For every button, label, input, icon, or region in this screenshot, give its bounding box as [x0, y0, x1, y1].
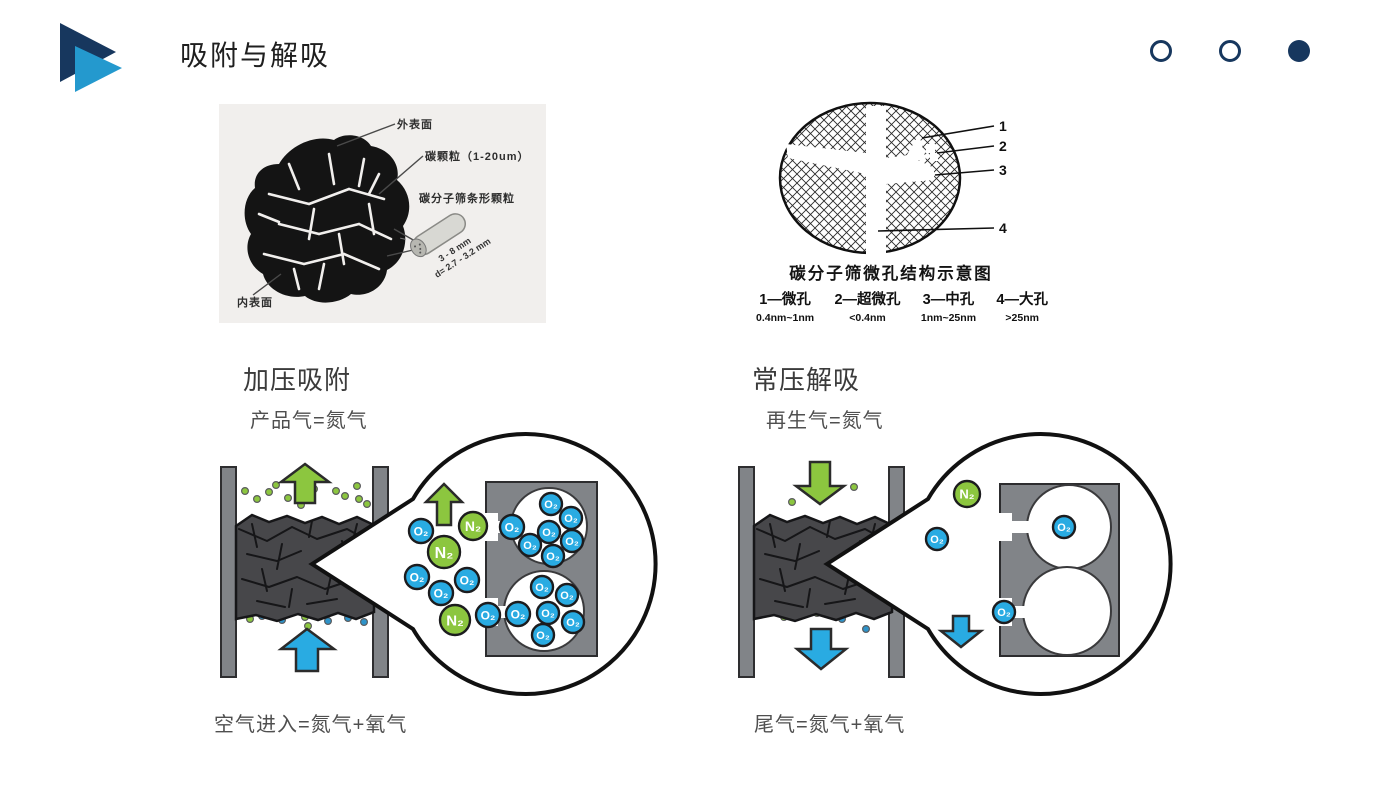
svg-text:O₂: O₂	[434, 586, 449, 600]
feed-gas-label: 空气进入=氮气+氧气	[214, 714, 408, 736]
desorption-heading: 常压解吸	[752, 365, 861, 395]
carbon-particle-illustration: 3 - 8 mm d= 2.7 - 3.2 mm	[244, 123, 492, 303]
callout-1: 1	[999, 118, 1007, 134]
svg-text:O₂: O₂	[511, 607, 526, 621]
callout-2: 2	[999, 138, 1007, 154]
svg-text:O₂: O₂	[565, 536, 579, 548]
sieve-pellet-cylinder	[400, 198, 467, 258]
svg-text:O₂: O₂	[410, 570, 425, 584]
desorption-diagram: N₂ O₂ O₂ O₂	[738, 432, 1173, 696]
legend-ultramicropore: 2—超微孔 <0.4nm	[834, 292, 901, 324]
legend-mesopore: 3—中孔 1nm~25nm	[920, 292, 977, 324]
svg-text:O₂: O₂	[560, 590, 574, 602]
product-gas-label: 产品气=氮气	[250, 410, 368, 432]
micropore-structure-figure: 1 2 3 4 碳分子筛微孔结构示意图 1—微孔 0.4nm~1nm 2—超微孔…	[585, 88, 1144, 330]
bubble-up-arrow-icon	[422, 482, 466, 527]
callout-lines	[877, 125, 995, 232]
particle-cracks	[257, 152, 393, 291]
pore-figure-caption: 碳分子筛微孔结构示意图	[789, 265, 993, 283]
svg-text:O₂: O₂	[481, 608, 496, 622]
regen-down-arrow-icon	[792, 460, 848, 506]
ellipse-mask	[746, 88, 1066, 270]
callout-4: 4	[999, 220, 1007, 236]
page-title: 吸附与解吸	[180, 40, 331, 71]
company-logo	[60, 23, 122, 92]
svg-text:O₂: O₂	[566, 617, 580, 629]
legend-macropore: 4—大孔 >25nm	[996, 292, 1048, 324]
inner-surface-label: 内表面	[237, 297, 273, 309]
callout-3: 3	[999, 162, 1007, 178]
outlet-gas-dots	[240, 480, 372, 509]
adsorbent-block	[999, 483, 1120, 657]
svg-text:N₂: N₂	[959, 487, 974, 502]
pore-legend: 1—微孔 0.4nm~1nm 2—超微孔 <0.4nm 3—中孔 1nm~25n…	[756, 288, 1048, 324]
legend-micropore: 1—微孔 0.4nm~1nm	[756, 292, 815, 324]
tail-gas-label: 尾气=氮气+氧气	[754, 714, 906, 736]
carbon-particle-figure: 3 - 8 mm d= 2.7 - 3.2 mm 外表面 碳颗粒（1-20um）…	[219, 104, 546, 323]
slide-indicator-1	[1150, 40, 1172, 62]
feed-up-arrow-icon	[277, 627, 338, 673]
slide-indicators	[1150, 40, 1310, 62]
tail-down-arrow-icon	[793, 627, 850, 671]
regen-gas-label: 再生气=氮气	[766, 410, 884, 432]
slide-indicator-2	[1219, 40, 1241, 62]
svg-text:O₂: O₂	[535, 582, 549, 594]
micropore-schematic: 1 2 3 4	[585, 88, 1144, 270]
slide-indicator-3-active	[1288, 40, 1310, 62]
logo-light-triangle-icon	[75, 46, 122, 92]
svg-text:O₂: O₂	[523, 540, 537, 552]
svg-text:N₂: N₂	[435, 545, 454, 562]
adsorption-heading: 加压吸附	[243, 365, 352, 395]
bubble-down-arrow-icon	[937, 614, 985, 649]
svg-text:O₂: O₂	[542, 527, 556, 539]
carbon-particle-label: 碳颗粒（1-20um）	[425, 151, 530, 163]
svg-text:N₂: N₂	[465, 518, 481, 534]
svg-text:O₂: O₂	[505, 520, 520, 534]
leader-lines	[252, 123, 424, 296]
outer-surface-label: 外表面	[397, 119, 433, 131]
svg-text:O₂: O₂	[544, 499, 558, 511]
svg-text:O₂: O₂	[414, 524, 429, 538]
product-up-arrow-icon	[277, 462, 333, 505]
svg-text:O₂: O₂	[536, 630, 550, 642]
inlet-gas-dots	[787, 482, 859, 506]
sieve-strip-label: 碳分子筛条形颗粒	[419, 193, 515, 205]
svg-text:O₂: O₂	[997, 607, 1011, 619]
magnifier-bubble	[308, 432, 658, 696]
svg-text:N₂: N₂	[446, 612, 464, 629]
svg-text:O₂: O₂	[541, 608, 555, 620]
svg-text:O₂: O₂	[546, 551, 560, 563]
gas-molecules: N₂ O₂ O₂ O₂	[924, 479, 1077, 625]
callout-numbers: 1 2 3 4	[999, 118, 1007, 236]
svg-text:O₂: O₂	[1057, 522, 1071, 534]
svg-text:O₂: O₂	[930, 534, 944, 546]
svg-text:O₂: O₂	[460, 573, 475, 587]
pore-channels	[786, 106, 938, 258]
svg-text:O₂: O₂	[564, 513, 578, 525]
